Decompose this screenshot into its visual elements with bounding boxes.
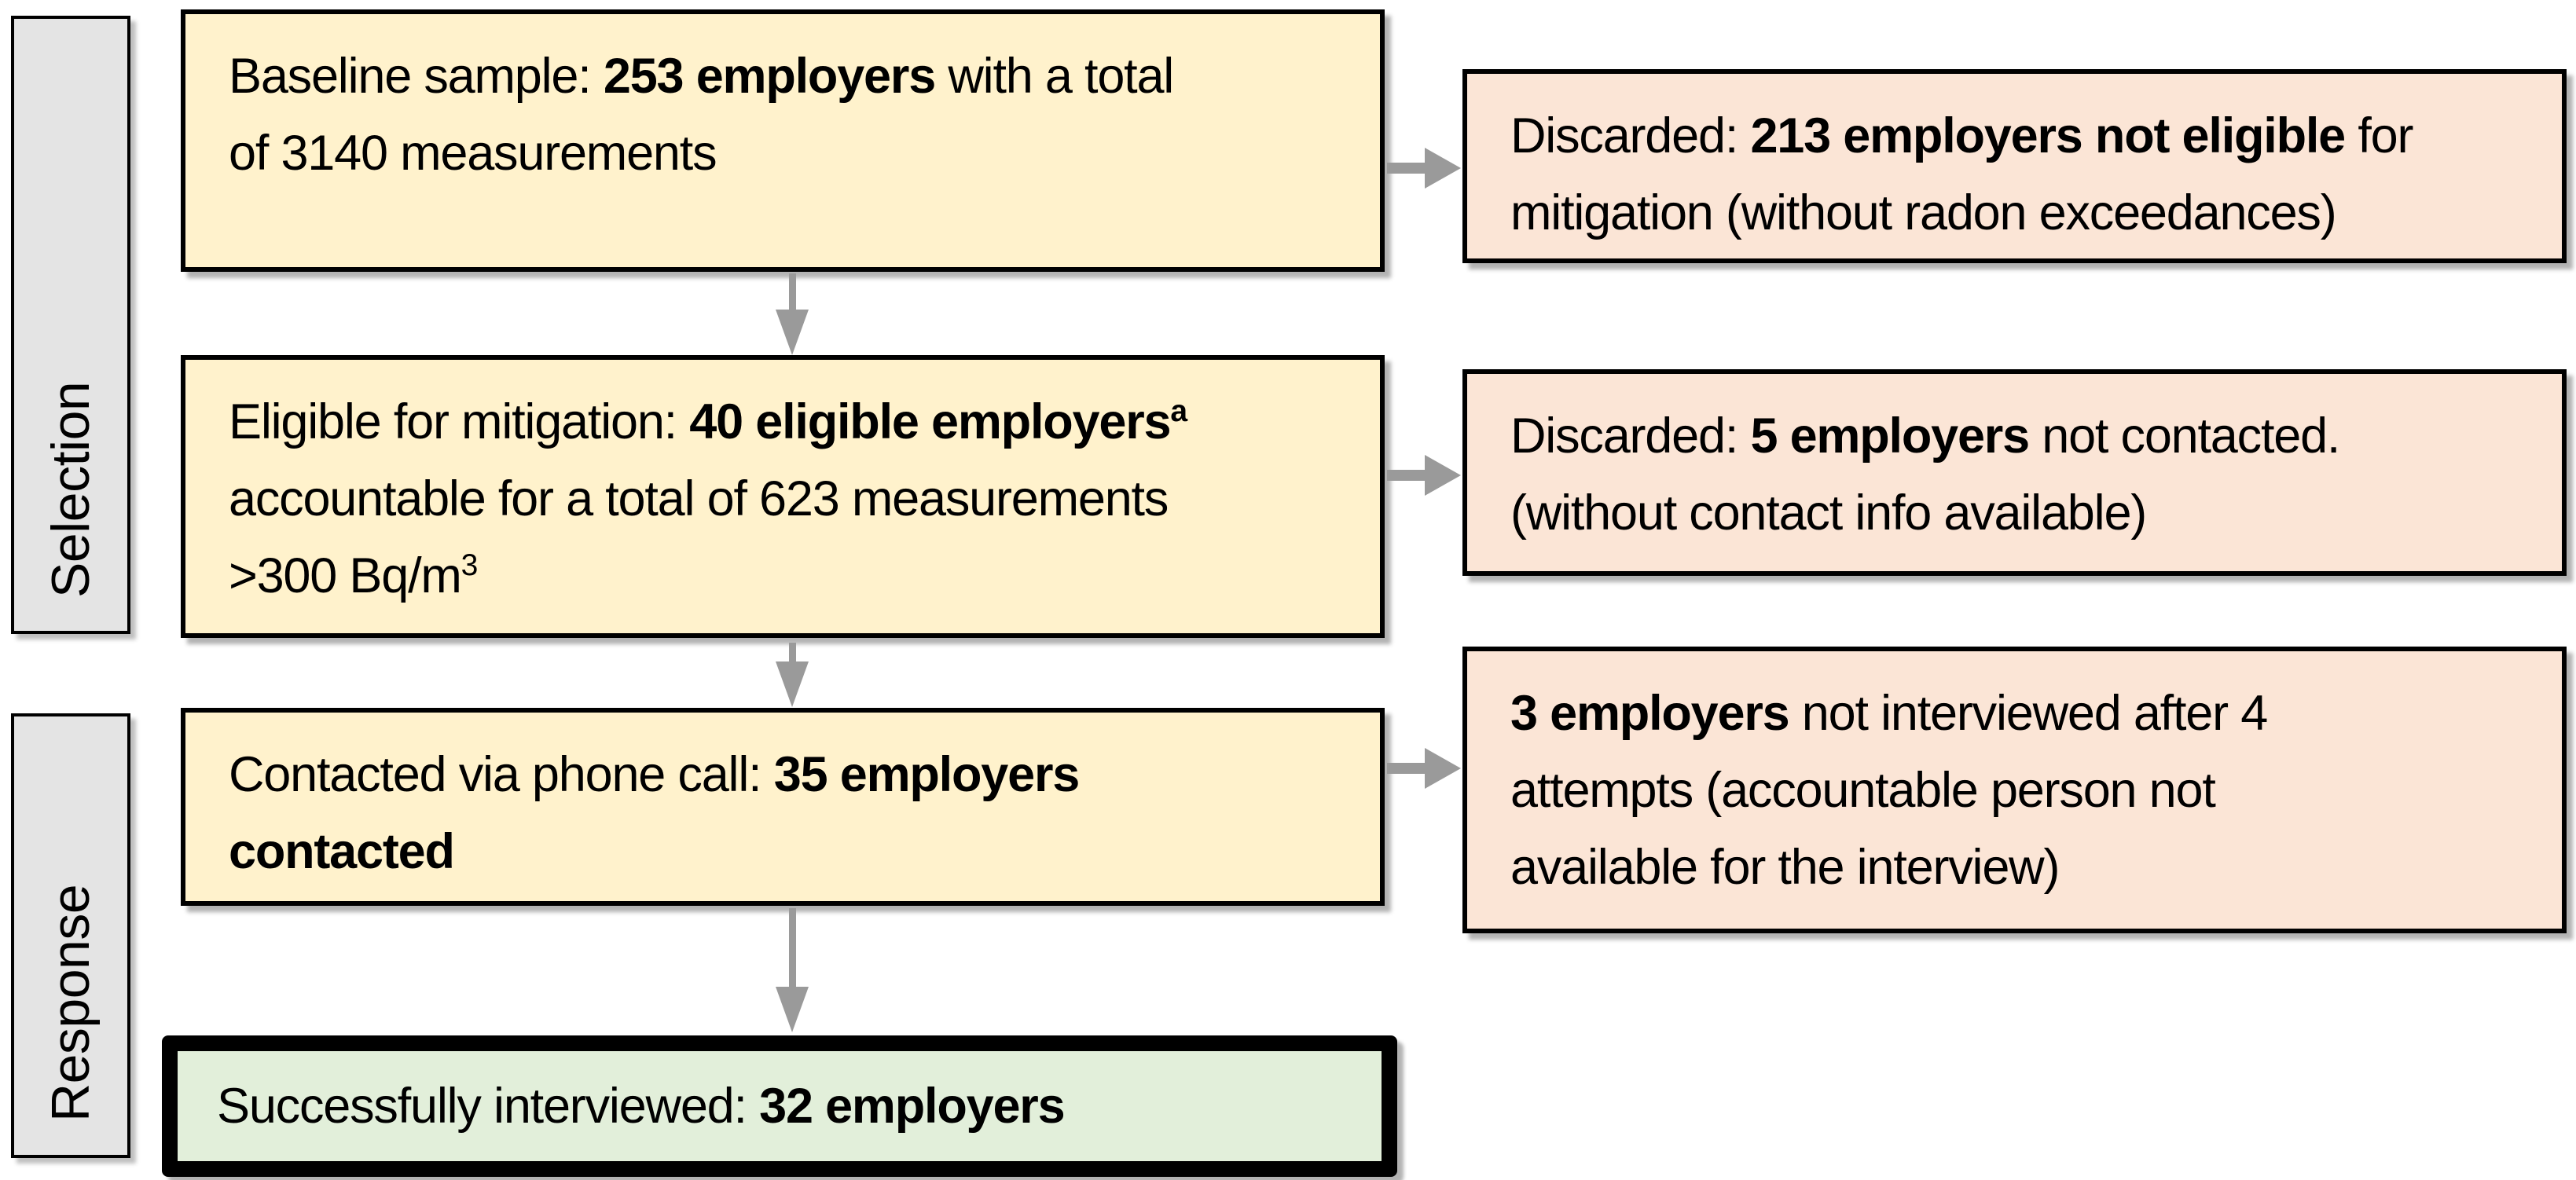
stage-label-response: Response [41, 884, 101, 1122]
discard-box-not-contacted-text: Discarded: 5 employers not contacted.(wi… [1510, 409, 2340, 541]
stage-box-response: Response [11, 713, 130, 1158]
flow-box-baseline-text: Baseline sample: 253 employers with a to… [229, 49, 1174, 181]
flow-box-eligible-text: Eligible for mitigation: 40 eligible emp… [229, 394, 1187, 603]
discard-box-not-eligible: Discarded: 213 employers not eligible fo… [1462, 69, 2567, 263]
stage-label-selection: Selection [41, 381, 101, 598]
flow-box-baseline: Baseline sample: 253 employers with a to… [181, 9, 1385, 272]
discard-box-not-eligible-text: Discarded: 213 employers not eligible fo… [1510, 108, 2413, 240]
final-box-interviewed-text: Successfully interviewed: 32 employers [217, 1079, 1066, 1134]
discard-box-not-contacted: Discarded: 5 employers not contacted.(wi… [1462, 369, 2567, 576]
stage-box-selection: Selection [11, 16, 130, 634]
final-box-interviewed: Successfully interviewed: 32 employers [162, 1035, 1397, 1177]
flow-box-eligible: Eligible for mitigation: 40 eligible emp… [181, 355, 1385, 638]
